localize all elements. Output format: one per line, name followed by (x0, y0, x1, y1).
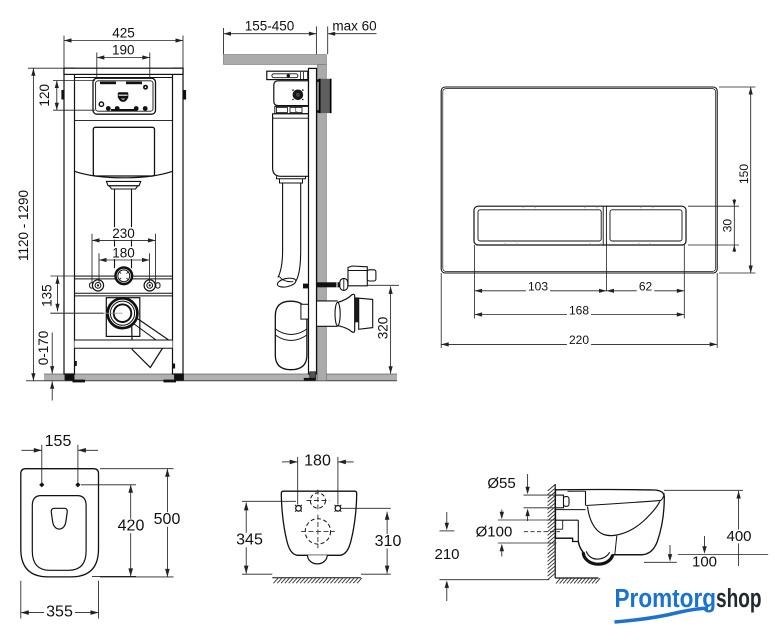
svg-text:150: 150 (737, 164, 751, 184)
svg-text:180: 180 (112, 245, 135, 260)
svg-text:500: 500 (154, 511, 181, 528)
svg-text:180: 180 (304, 453, 331, 470)
svg-text:210: 210 (434, 546, 459, 563)
svg-text:120: 120 (37, 84, 52, 107)
svg-text:320: 320 (376, 317, 391, 340)
svg-text:425: 425 (112, 26, 135, 41)
svg-text:103: 103 (528, 280, 548, 294)
svg-text:190: 190 (112, 43, 135, 58)
svg-text:30: 30 (721, 219, 735, 233)
svg-text:shop: shop (716, 585, 762, 613)
svg-text:62: 62 (639, 280, 653, 294)
svg-text:1120 - 1290: 1120 - 1290 (16, 190, 31, 261)
svg-text:168: 168 (569, 303, 589, 317)
svg-text:Ø55: Ø55 (487, 475, 515, 492)
svg-text:0-170: 0-170 (36, 331, 51, 366)
svg-text:420: 420 (118, 518, 145, 535)
svg-text:355: 355 (46, 603, 73, 620)
svg-text:220: 220 (569, 333, 589, 347)
svg-text:L: L (294, 107, 297, 113)
svg-text:Ø100: Ø100 (476, 524, 513, 541)
svg-text:230: 230 (112, 226, 135, 241)
svg-text:400: 400 (726, 528, 751, 545)
svg-text:135: 135 (39, 284, 54, 307)
svg-text:max 60: max 60 (332, 18, 376, 33)
svg-text:155: 155 (45, 433, 72, 450)
svg-text:155-450: 155-450 (245, 18, 295, 33)
svg-text:100: 100 (692, 554, 717, 571)
svg-text:345: 345 (236, 532, 263, 549)
svg-text:310: 310 (375, 533, 402, 550)
